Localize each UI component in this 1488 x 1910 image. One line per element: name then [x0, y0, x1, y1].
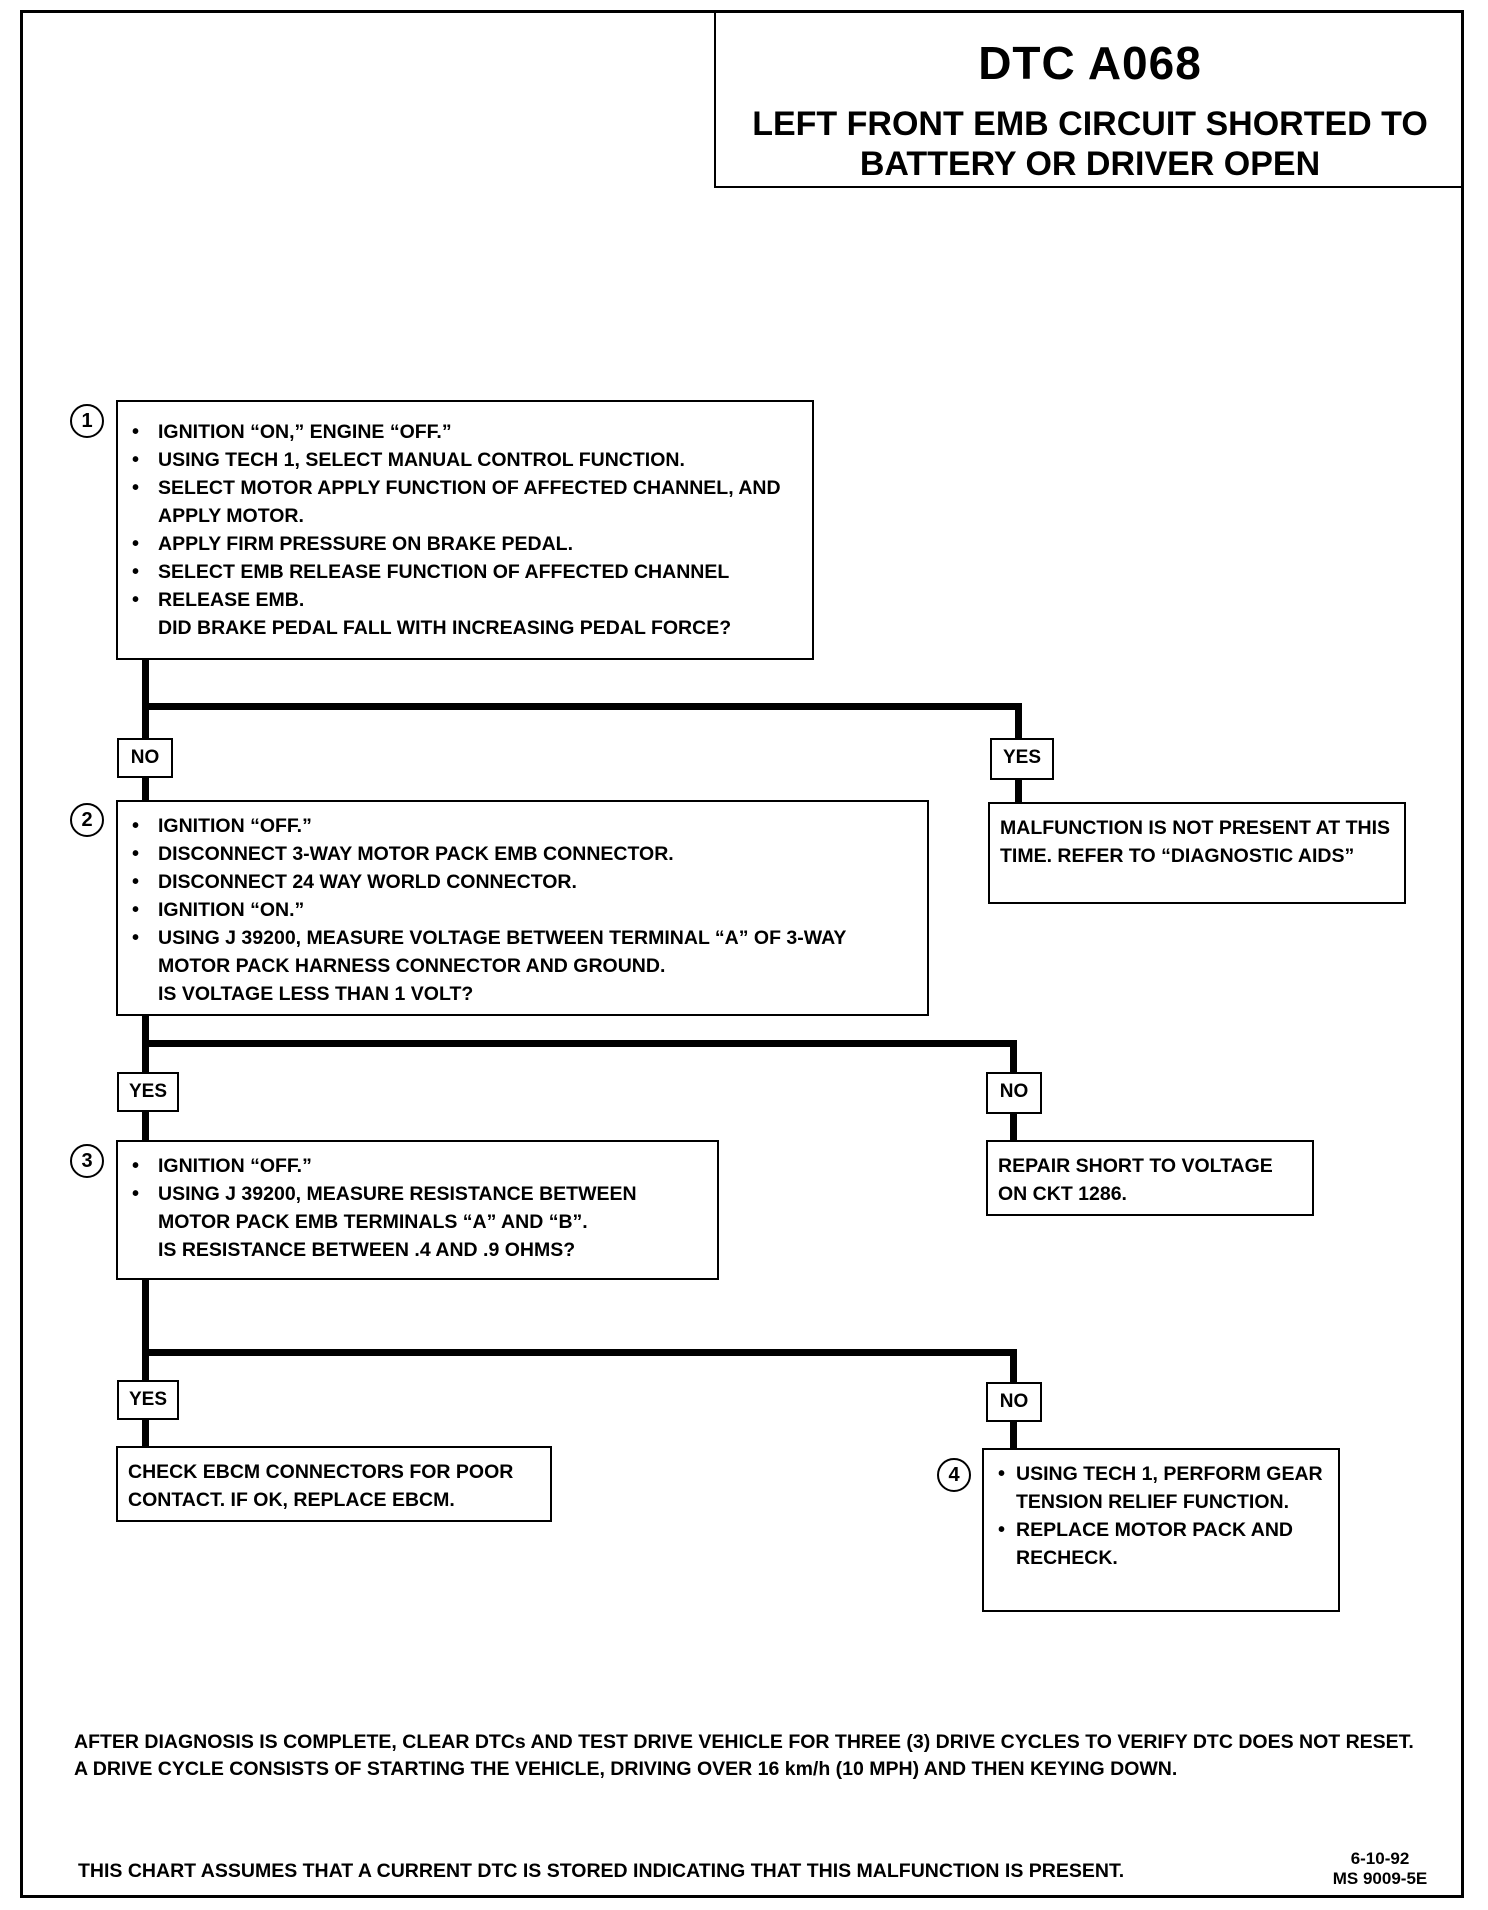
- step-3-yes-result: CHECK EBCM CONNECTORS FOR POOR CONTACT. …: [116, 1446, 552, 1522]
- completion-note: AFTER DIAGNOSIS IS COMPLETE, CLEAR DTCs …: [74, 1731, 1414, 1780]
- step-2-bullet: DISCONNECT 3-WAY MOTOR PACK EMB CONNECTO…: [126, 840, 919, 868]
- step-1-yes-result: MALFUNCTION IS NOT PRESENT AT THIS TIME.…: [988, 802, 1406, 904]
- connector-step2-no-drop: [1010, 1040, 1017, 1074]
- step-2-box: IGNITION “OFF.” DISCONNECT 3-WAY MOTOR P…: [116, 800, 929, 1016]
- step-3-number: 3: [70, 1144, 104, 1178]
- connector-step1-branch: [142, 703, 1022, 710]
- step-4-box: USING TECH 1, PERFORM GEAR TENSION RELIE…: [982, 1448, 1340, 1612]
- step-1-question: DID BRAKE PEDAL FALL WITH INCREASING PED…: [158, 617, 732, 639]
- step-2-no-result-text: REPAIR SHORT TO VOLTAGE ON CKT 1286.: [998, 1155, 1273, 1205]
- step-1-bullet: USING TECH 1, SELECT MANUAL CONTROL FUNC…: [126, 446, 804, 474]
- step-1-yes-result-text: MALFUNCTION IS NOT PRESENT AT THIS TIME.…: [1000, 817, 1390, 867]
- connector-yes1-to-result: [1015, 778, 1022, 804]
- step-3-box: IGNITION “OFF.” USING J 39200, MEASURE R…: [116, 1140, 719, 1280]
- connector-step3-no-drop: [1010, 1349, 1017, 1384]
- connector-no2-to-result: [1010, 1112, 1017, 1142]
- title-block: DTC A068 LEFT FRONT EMB CIRCUIT SHORTED …: [714, 10, 1464, 188]
- title-line-1: LEFT FRONT EMB CIRCUIT SHORTED TO: [752, 105, 1428, 143]
- chart-date: 6-10-92: [1350, 1849, 1410, 1868]
- step-2-no-label: NO: [986, 1072, 1042, 1114]
- step-1-no-label: NO: [117, 738, 173, 778]
- step-1-box: IGNITION “ON,” ENGINE “OFF.” USING TECH …: [116, 400, 814, 660]
- step-3-yes-label: YES: [117, 1380, 179, 1420]
- connector-step2-branch: [142, 1040, 1017, 1047]
- step-3-bullet: USING J 39200, MEASURE RESISTANCE BETWEE…: [126, 1180, 709, 1236]
- step-2-question: IS VOLTAGE LESS THAN 1 VOLT?: [158, 983, 474, 1005]
- step-2-bullet: IGNITION “OFF.”: [126, 812, 919, 840]
- step-2-number: 2: [70, 803, 104, 837]
- step-1-number: 1: [70, 404, 104, 438]
- step-3-bullet: IGNITION “OFF.”: [126, 1152, 709, 1180]
- connector-step3-branch: [142, 1349, 1017, 1356]
- connector-no1-to-step2: [142, 776, 149, 804]
- step-2-yes-label: YES: [117, 1072, 179, 1112]
- step-4-number: 4: [937, 1458, 971, 1492]
- step-2-bullet: DISCONNECT 24 WAY WORLD CONNECTOR.: [126, 868, 919, 896]
- connector-step1-down: [142, 658, 149, 740]
- step-1-yes-label: YES: [990, 738, 1054, 780]
- step-1-bullet: SELECT MOTOR APPLY FUNCTION OF AFFECTED …: [126, 474, 804, 530]
- title-line-2: BATTERY OR DRIVER OPEN: [859, 145, 1321, 183]
- connector-step1-yes-drop: [1015, 703, 1022, 740]
- connector-yes3-to-result: [142, 1418, 149, 1448]
- connector-no3-to-step4: [1010, 1420, 1017, 1450]
- dtc-code: DTC A068: [978, 37, 1202, 89]
- step-1-bullet: APPLY FIRM PRESSURE ON BRAKE PEDAL.: [126, 530, 804, 558]
- step-1-bullet: RELEASE EMB.: [126, 586, 804, 614]
- step-3-question: IS RESISTANCE BETWEEN .4 AND .9 OHMS?: [158, 1239, 576, 1261]
- step-1-bullet: IGNITION “ON,” ENGINE “OFF.”: [126, 418, 804, 446]
- step-3-yes-result-text: CHECK EBCM CONNECTORS FOR POOR CONTACT. …: [128, 1461, 514, 1511]
- step-2-bullet: IGNITION “ON.”: [126, 896, 919, 924]
- step-3-no-label: NO: [986, 1382, 1042, 1422]
- step-2-no-result: REPAIR SHORT TO VOLTAGE ON CKT 1286.: [986, 1140, 1314, 1216]
- connector-step3-down: [142, 1278, 149, 1382]
- step-4-bullet: USING TECH 1, PERFORM GEAR TENSION RELIE…: [992, 1460, 1330, 1516]
- connector-yes2-to-step3: [142, 1110, 149, 1142]
- step-1-bullet: SELECT EMB RELEASE FUNCTION OF AFFECTED …: [126, 558, 804, 586]
- page-border: [20, 10, 1464, 1898]
- chart-assumption: THIS CHART ASSUMES THAT A CURRENT DTC IS…: [78, 1860, 1125, 1882]
- document-code: MS 9009-5E: [1332, 1869, 1428, 1888]
- step-2-bullet: USING J 39200, MEASURE VOLTAGE BETWEEN T…: [126, 924, 919, 980]
- step-4-bullet: REPLACE MOTOR PACK AND RECHECK.: [992, 1516, 1330, 1572]
